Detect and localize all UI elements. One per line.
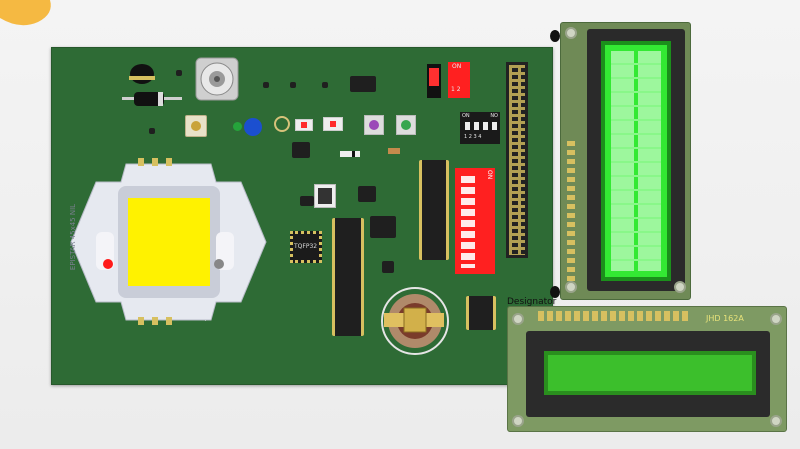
lcd-vertical-pins	[567, 141, 575, 281]
dip-switch-2way[interactable]: ON 1 2	[448, 62, 470, 98]
tqfp-label: TQFP32	[294, 243, 318, 250]
coin-cell-battery[interactable]	[374, 286, 456, 356]
dip8-chip-white[interactable]	[314, 184, 336, 208]
smd-led-red[interactable]	[295, 119, 313, 131]
smd-led-red-2[interactable]	[323, 117, 343, 131]
soic-chip-small[interactable]	[300, 196, 314, 206]
soic-chip-1[interactable]	[292, 142, 310, 158]
mount-hole	[565, 281, 577, 293]
dip-ic-right[interactable]	[419, 160, 449, 260]
lcd-knob-bottom[interactable]	[550, 286, 560, 298]
lcd-vertical[interactable]	[560, 22, 691, 300]
lcd-knob-top[interactable]	[550, 30, 560, 42]
lcd-horizontal-pins	[538, 311, 688, 321]
rgb-led-2[interactable]	[396, 115, 416, 135]
lcd-horizontal[interactable]: JHD 162A	[507, 306, 787, 432]
trimmer-pot[interactable]	[185, 115, 207, 137]
soic-chip-bottom[interactable]	[466, 296, 496, 330]
crystal-square[interactable]	[382, 261, 394, 273]
dip-switch-4way[interactable]: ON NO 1 2 3 4	[460, 112, 500, 144]
diode-small[interactable]	[340, 151, 360, 157]
cob-led-module[interactable]	[66, 154, 271, 329]
diode-large[interactable]	[122, 90, 182, 108]
lcd-horizontal-screen	[544, 351, 756, 395]
led-green-small[interactable]	[233, 122, 242, 131]
smd-resistor-5[interactable]	[149, 128, 155, 134]
smd-resistor-3[interactable]	[290, 82, 296, 88]
smd-resistor-1[interactable]	[176, 70, 182, 76]
mount-hole	[512, 415, 524, 427]
corner-blob	[0, 0, 51, 26]
relay-chip[interactable]	[350, 76, 376, 92]
mount-hole	[674, 281, 686, 293]
pin-header-vertical[interactable]	[506, 62, 528, 258]
dip8-on-label: ON	[486, 170, 493, 180]
dip-switch-8way[interactable]: ON	[455, 168, 495, 274]
capacitor-blue[interactable]	[244, 118, 262, 136]
led-marking: EPISTAR 45x45 NIL	[69, 203, 78, 271]
bnc-connector[interactable]	[192, 54, 242, 104]
led-footprint-1[interactable]	[274, 116, 290, 132]
dip4-no-label: NO	[490, 113, 498, 119]
dip4-on-label: ON	[462, 113, 470, 119]
dip4-numbers: 1 2 3 4	[464, 134, 482, 140]
dip28-chip[interactable]	[332, 218, 364, 336]
soic-chip-3[interactable]	[370, 216, 396, 238]
slide-switch[interactable]	[427, 64, 441, 98]
mount-hole	[770, 415, 782, 427]
tqfp32-chip[interactable]: TQFP32	[290, 231, 322, 263]
mount-hole	[512, 313, 524, 325]
mount-hole	[770, 313, 782, 325]
soic-chip-2[interactable]	[358, 186, 376, 202]
smd-resistor-2[interactable]	[263, 82, 269, 88]
resistor-smd[interactable]	[388, 148, 400, 154]
designator-label: Designator	[507, 297, 557, 307]
rgb-led-1[interactable]	[364, 115, 384, 135]
dip2-numbers: 1 2	[451, 86, 461, 93]
lcd-vertical-screen	[601, 41, 671, 281]
lcd-model-label: JHD 162A	[706, 314, 744, 323]
dip2-on-label: ON	[452, 63, 462, 70]
mount-hole	[565, 27, 577, 39]
smd-resistor-4[interactable]	[322, 82, 328, 88]
transistor[interactable]	[124, 62, 164, 92]
